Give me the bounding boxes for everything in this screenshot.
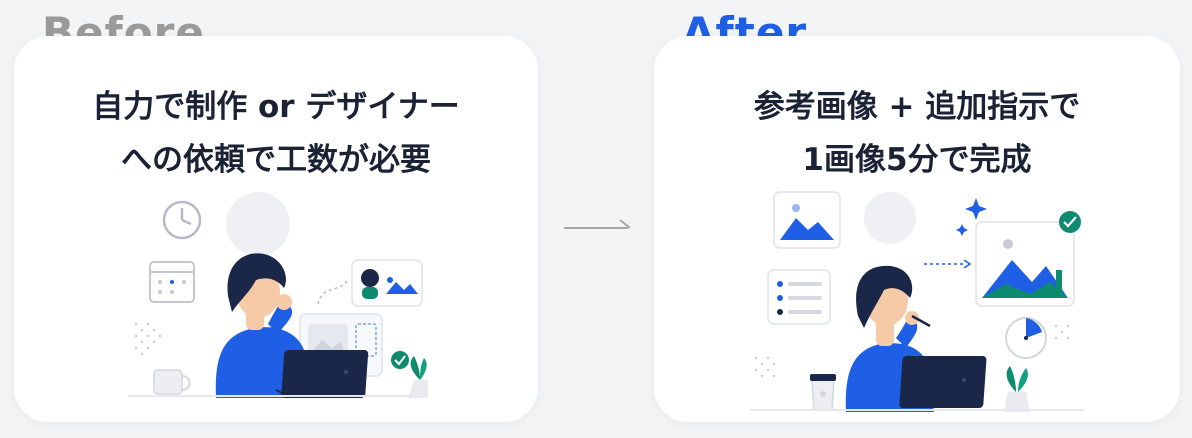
check-circle-icon [391,351,409,369]
tablet-icon [281,350,369,398]
result-image-card [975,221,1075,307]
after-illustration [750,191,1084,412]
after-heading-line-1: 参考画像 + 追加指示で [753,89,1081,125]
profile-card [351,259,423,307]
before-card: 自力で制作 or デザイナー への依頼で工数が必要 [14,36,538,422]
instruction-list-card [767,269,831,325]
arrow-right-icon [564,219,631,229]
dashed-arrow [924,259,972,269]
calendar-icon [149,261,195,303]
before-heading: 自力で制作 or デザイナー への依頼で工数が必要 [14,92,538,198]
dot-texture [134,322,162,356]
sparkle-icon [956,198,987,236]
after-heading-line-2: 1画像5分で完成 [802,142,1032,178]
reference-image-card [773,191,841,249]
before-heading-line-2: への依頼で工数が必要 [121,142,431,178]
timer-icon [1005,317,1047,359]
before-heading-line-1: 自力で制作 or デザイナー [92,89,460,125]
plant-icon [408,356,428,398]
clock-icon [162,200,202,240]
dot-texture [754,324,1070,378]
after-heading: 参考画像 + 追加指示で 1画像5分で完成 [654,92,1180,198]
after-card: 参考画像 + 追加指示で 1画像5分で完成 [654,36,1180,422]
mug-icon [153,369,191,395]
tablet-icon [899,356,987,408]
cup-icon [810,374,836,411]
check-circle-icon [1059,211,1081,233]
before-illustration [128,192,428,398]
plant-icon [1004,366,1030,412]
